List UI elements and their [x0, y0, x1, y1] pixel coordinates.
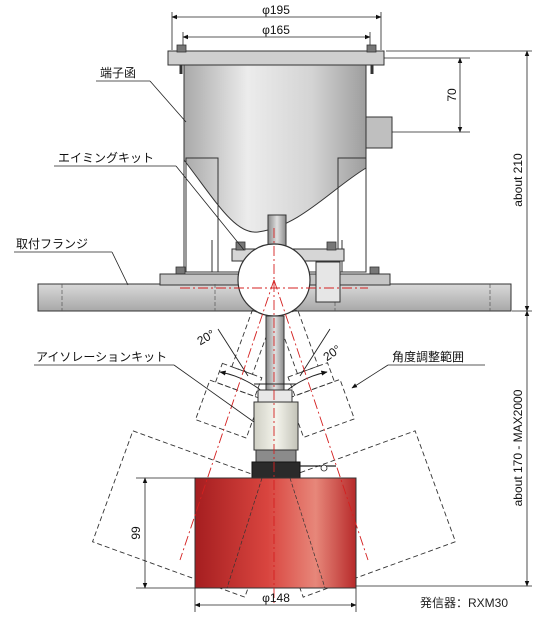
horn-diameter-label: φ148 [262, 591, 290, 605]
transmitter-model-caption: 発信器：RXM30 [420, 596, 508, 610]
dim-horn-diameter [194, 588, 357, 612]
horn-inner-cone [226, 477, 326, 589]
callout-terminal-box [96, 80, 187, 123]
centerlines [179, 228, 369, 605]
body-diameter-label: φ165 [262, 23, 290, 37]
callout-aiming-kit [54, 165, 245, 251]
height-lower-label: about 170 - MAX2000 [511, 389, 525, 506]
angle-range-label: 角度調整範囲 [392, 349, 464, 364]
height-upper-label: about 210 [511, 153, 525, 207]
dim-horn-height [136, 477, 196, 589]
transmitter-assembly [251, 315, 336, 479]
angle-right-label: 20° [321, 342, 344, 364]
callout-mounting-flange [14, 251, 129, 286]
angle-left-label: 20° [195, 327, 218, 348]
mounting-flange-label: 取付フランジ [16, 237, 88, 251]
callout-isolation-kit [34, 364, 255, 423]
flange-diameter-label: φ195 [262, 3, 290, 17]
terminal-box-label: 端子函 [100, 66, 136, 80]
ball-joint [237, 243, 341, 317]
horn-antenna [194, 477, 357, 589]
dim-conduit-offset [384, 57, 470, 133]
horn-height-label: 99 [129, 526, 143, 540]
isolation-kit-label: アイソレーションキット [36, 350, 167, 364]
aiming-kit-label: エイミングキット [58, 151, 154, 165]
dim-flange-diameter [171, 12, 382, 50]
callout-angle-range [351, 364, 485, 389]
terminal-box [167, 44, 470, 276]
conduit-offset-label: 70 [445, 88, 459, 102]
dim-heights [345, 50, 532, 587]
